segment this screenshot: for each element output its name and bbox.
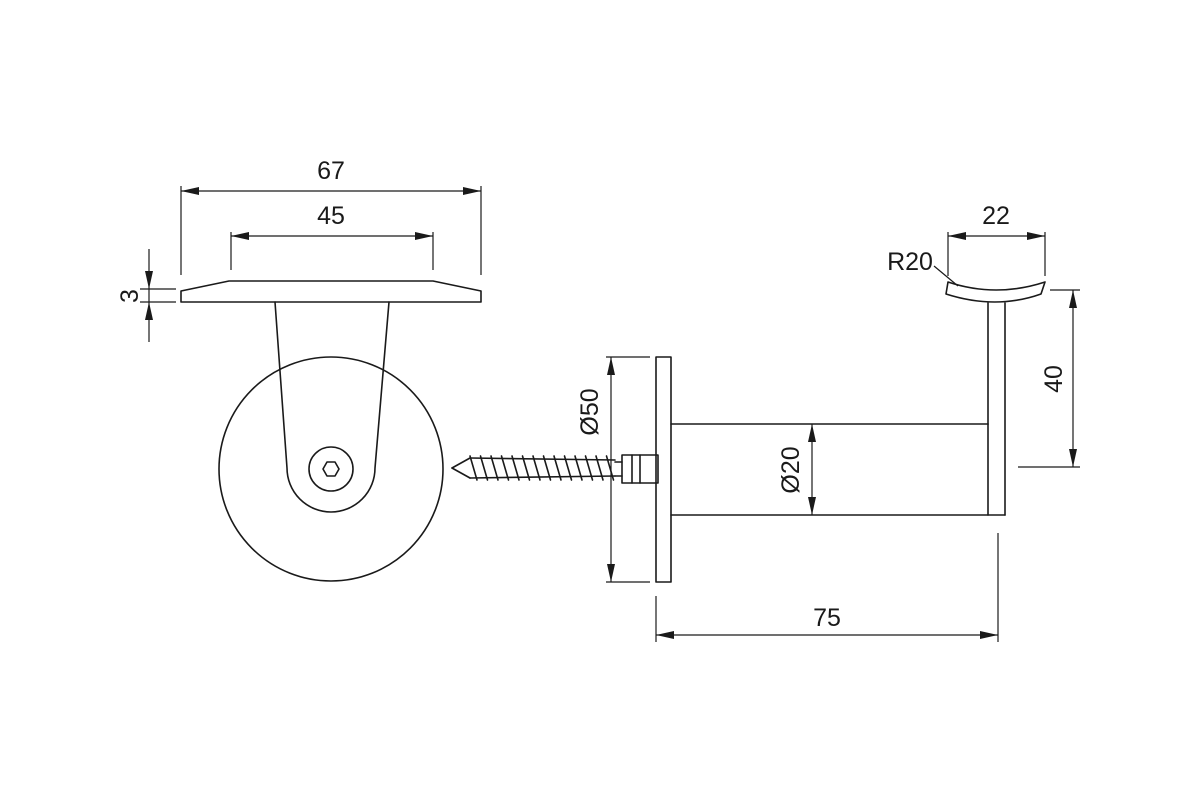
dim-plate-thickness: 3 xyxy=(116,289,144,303)
support-arm xyxy=(274,301,390,513)
socket-circle xyxy=(308,446,354,492)
thread-line xyxy=(553,455,562,481)
rosette-disc xyxy=(218,356,444,582)
dim-tube-diameter: Ø20 xyxy=(777,446,805,493)
thread-line xyxy=(605,455,615,481)
flange xyxy=(655,356,672,583)
thread-line xyxy=(584,455,594,481)
thread-line xyxy=(490,455,499,481)
dim-plate-inner: 45 xyxy=(317,202,345,230)
dim-plate-width: 67 xyxy=(317,157,345,185)
hex-socket-icon xyxy=(322,461,340,477)
thread-line xyxy=(595,455,604,481)
curved-saddle xyxy=(945,281,1046,303)
dim-projection: 75 xyxy=(813,604,841,632)
thread-line xyxy=(532,455,541,481)
saddle-plate xyxy=(180,280,482,303)
thread-line xyxy=(521,455,531,481)
dim-saddle-radius: R20 xyxy=(887,248,933,276)
wood-screw xyxy=(451,454,659,484)
screw-threads xyxy=(469,455,615,481)
thread-line xyxy=(500,455,510,481)
thread-line xyxy=(563,455,573,481)
thread-line xyxy=(469,455,478,481)
dimensions: 67 45 3 Ø50 Ø20 22 R xyxy=(116,157,1080,642)
thread-line xyxy=(479,455,489,481)
dim-height: 40 xyxy=(1040,365,1068,393)
dim-saddle-width: 22 xyxy=(982,202,1010,230)
dim-flange-diameter: Ø50 xyxy=(576,388,604,435)
side-view xyxy=(180,280,482,582)
thread-line xyxy=(511,455,520,481)
thread-line xyxy=(542,455,552,481)
front-view xyxy=(655,281,1046,583)
thread-line xyxy=(574,455,583,481)
